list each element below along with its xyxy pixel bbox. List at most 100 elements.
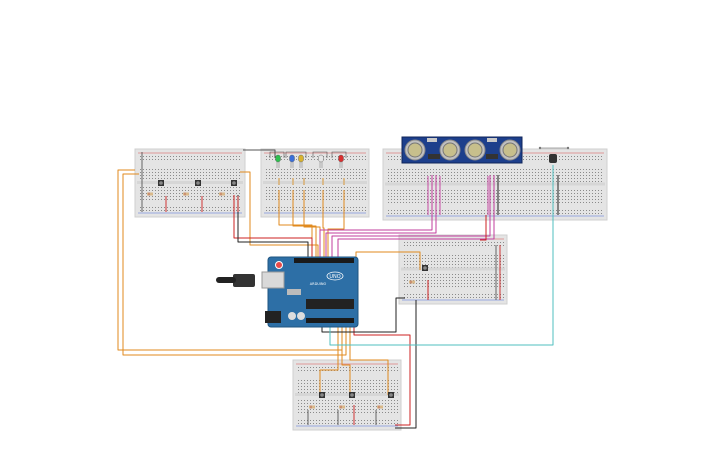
breadboard-sensor-hole <box>442 172 443 173</box>
resistor-body <box>409 280 415 284</box>
arduino-uno-board[interactable]: UNO ARDUINO <box>216 256 359 328</box>
breadboard-sensor-hole <box>520 190 521 191</box>
breadboard-center-right-hole <box>404 277 405 278</box>
breadboard-bottom-hole <box>367 406 368 407</box>
breadboard-sensor-hole <box>526 175 527 176</box>
breadboard-center-right-hole <box>419 277 420 278</box>
breadboard-left-hole <box>224 178 225 179</box>
breadboard-left-hole <box>194 159 195 160</box>
breadboard-left-hole <box>170 187 171 188</box>
breadboard-sensor-hole <box>565 210 566 211</box>
breadboard-bottom-hole <box>355 383 356 384</box>
breadboard-center-right-hole <box>488 294 489 295</box>
breadboard-left-hole <box>170 190 171 191</box>
breadboard-center-right-hole <box>470 294 471 295</box>
breadboard-left-hole <box>179 169 180 170</box>
reset-button[interactable] <box>275 261 283 269</box>
breadboard-center-right-hole <box>500 286 501 287</box>
breadboard-bottom-hole <box>370 406 371 407</box>
breadboard-leds-hole <box>356 169 357 170</box>
breadboard-sensor-hole <box>406 199 407 200</box>
breadboard-leds-hole <box>320 190 321 191</box>
breadboard-sensor-hole <box>523 196 524 197</box>
pushbutton-0 <box>158 180 164 186</box>
breadboard-sensor-hole <box>571 190 572 191</box>
breadboard-leds-hole <box>359 207 360 208</box>
breadboard-center-right-hole <box>443 242 444 243</box>
breadboard-sensor-divider <box>385 182 605 186</box>
breadboard-bottom-hole <box>322 367 323 368</box>
breadboard-bottom-hole <box>337 403 338 404</box>
breadboard-sensor-hole <box>469 199 470 200</box>
breadboard-leds-hole <box>353 156 354 157</box>
breadboard-leds-hole <box>329 190 330 191</box>
breadboard-bottom-hole <box>343 423 344 424</box>
breadboard-bottom-hole <box>373 380 374 381</box>
breadboard-sensor-hole <box>505 190 506 191</box>
breadboard-sensor-hole <box>415 175 416 176</box>
breadboard-sensor-hole <box>487 193 488 194</box>
ultrasonic-sensor[interactable] <box>401 136 523 164</box>
breadboard-left-hole <box>209 169 210 170</box>
breadboard-leds-hole <box>290 175 291 176</box>
breadboard-left-hole <box>200 190 201 191</box>
breadboard-sensor-hole <box>394 190 395 191</box>
breadboard-sensor-hole <box>427 213 428 214</box>
breadboard-left-hole <box>158 159 159 160</box>
breadboard-left-hole <box>173 169 174 170</box>
breadboard-leds-hole <box>329 196 330 197</box>
breadboard-sensor-hole <box>415 202 416 203</box>
breadboard-center-right-hole <box>437 283 438 284</box>
breadboard-left-hole <box>230 175 231 176</box>
breadboard-sensor-hole <box>448 193 449 194</box>
breadboard-sensor-hole <box>388 210 389 211</box>
breadboard-left-hole <box>161 159 162 160</box>
breadboard-sensor-hole <box>589 202 590 203</box>
breadboard-leds-hole <box>335 178 336 179</box>
breadboard-sensor-hole <box>391 199 392 200</box>
breadboard-left-hole <box>191 169 192 170</box>
breadboard-bottom-hole <box>379 389 380 390</box>
breadboard-sensor-hole <box>502 202 503 203</box>
breadboard-bottom-hole <box>331 367 332 368</box>
breadboard-sensor-hole <box>463 175 464 176</box>
breadboard-left-hole <box>209 156 210 157</box>
breadboard-sensor-hole <box>484 199 485 200</box>
led-jumper-3 <box>331 151 347 158</box>
breadboard-center-right-hole <box>443 286 444 287</box>
breadboard-sensor-hole <box>409 193 410 194</box>
breadboard-leds-hole <box>281 169 282 170</box>
breadboard-bottom-hole <box>331 380 332 381</box>
breadboard-sensor-hole <box>388 172 389 173</box>
breadboard-bottom-hole <box>298 400 299 401</box>
breadboard-sensor-hole <box>406 190 407 191</box>
breadboard-bottom-hole <box>370 380 371 381</box>
breadboard-sensor-hole <box>595 156 596 157</box>
breadboard-left-hole <box>203 193 204 194</box>
led-red-body <box>338 154 344 163</box>
breadboard-left-hole <box>167 172 168 173</box>
breadboard-leds-hole <box>350 187 351 188</box>
breadboard-leds-hole <box>365 207 366 208</box>
breadboard-bottom-hole <box>316 380 317 381</box>
breadboard-center-right-hole <box>407 258 408 259</box>
breadboard-center-right-hole <box>494 283 495 284</box>
breadboard-sensor-hole <box>424 193 425 194</box>
breadboard-left-hole <box>224 207 225 208</box>
breadboard-bottom-hole <box>385 412 386 413</box>
breadboard-leds-hole <box>356 159 357 160</box>
breadboard-sensor-hole <box>403 199 404 200</box>
breadboard-sensor-hole <box>592 156 593 157</box>
breadboard-sensor-hole <box>583 175 584 176</box>
breadboard-sensor-hole <box>505 213 506 214</box>
breadboard-left-hole <box>221 169 222 170</box>
breadboard-leds-hole <box>275 187 276 188</box>
wire-orange-bottom-1 <box>319 325 339 395</box>
breadboard-bottom-hole <box>376 409 377 410</box>
breadboard-left-hole <box>152 199 153 200</box>
breadboard-leds-hole <box>362 156 363 157</box>
breadboard-bottom-hole <box>301 420 302 421</box>
breadboard-sensor-hole <box>595 169 596 170</box>
breadboard-left-hole <box>179 172 180 173</box>
